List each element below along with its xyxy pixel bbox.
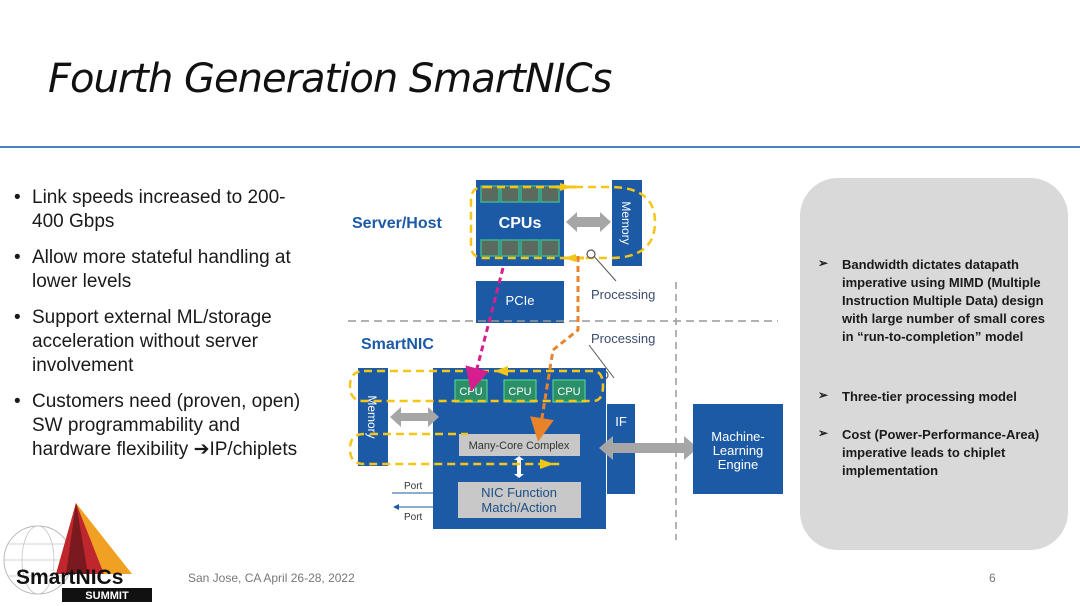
cpu-memory-arrow bbox=[566, 212, 611, 232]
chip-dataflow-loop bbox=[348, 432, 560, 466]
yellow-arrow-head bbox=[494, 366, 508, 376]
nic-memory-block bbox=[358, 368, 388, 466]
arrow-bullet-icon: ➢ bbox=[818, 388, 829, 402]
callout-panel: ➢ Bandwidth dictates datapath imperative… bbox=[800, 178, 1068, 550]
server-host-label: Server/Host bbox=[352, 215, 442, 232]
cpu-core-label: CPU bbox=[508, 386, 531, 398]
yellow-arrow-head bbox=[564, 254, 576, 262]
slide-title: Fourth Generation SmartNICs bbox=[48, 56, 612, 102]
if-label: IF bbox=[615, 414, 627, 429]
host-memory-label: Memory bbox=[619, 201, 633, 244]
memory-chip-arrow bbox=[390, 407, 439, 427]
page-number: 6 bbox=[989, 571, 996, 585]
panel-item-text: Cost (Power-Performance-Area) imperative… bbox=[842, 427, 1040, 478]
nic-function-label-line1: NIC Function bbox=[481, 485, 557, 500]
nic-function-block bbox=[458, 482, 581, 518]
host-to-core-path bbox=[530, 256, 580, 442]
yellow-arrow-head bbox=[560, 183, 572, 191]
cpus-label: CPUs bbox=[499, 215, 542, 232]
bullet-item: Allow more stateful handling at lower le… bbox=[14, 246, 314, 294]
yellow-arrow-head bbox=[540, 459, 554, 469]
nic-memory-label: Memory bbox=[365, 395, 379, 438]
cpu-dataflow-loop bbox=[348, 369, 605, 403]
port-label-in: Port bbox=[404, 481, 423, 492]
bullet-item: Support external ML/storage acceleration… bbox=[14, 306, 314, 378]
bullet-item: Customers need (proven, open) SW program… bbox=[14, 390, 314, 462]
slide-footer: San Jose, CA April 26-28, 2022 bbox=[188, 571, 355, 585]
bullet-item: Link speeds increased to 200-400 Gbps bbox=[14, 186, 314, 234]
processing-label-upper: Processing bbox=[591, 287, 655, 302]
smartnic-architecture-diagram: Server/Host CPUs Memory PCIe Processing … bbox=[340, 170, 790, 540]
pcie-block bbox=[476, 281, 564, 323]
ml-engine-label-line2: Learning bbox=[713, 443, 764, 458]
port-label-out: Port bbox=[404, 512, 423, 523]
smartnics-summit-logo: SmartNICs SUMMIT bbox=[3, 503, 152, 602]
cpu-core-label: CPU bbox=[557, 386, 580, 398]
cpus-block: CPUs bbox=[476, 180, 564, 266]
panel-item: ➢ Cost (Power-Performance-Area) imperati… bbox=[818, 426, 1048, 480]
logo-text-summit: SUMMIT bbox=[85, 590, 129, 602]
panel-item: ➢ Three-tier processing model bbox=[818, 388, 1048, 406]
logo-text-smartnics: SmartNICs bbox=[16, 566, 123, 589]
if-ml-arrow bbox=[599, 436, 698, 460]
processing-pointer bbox=[586, 249, 596, 259]
nic-function-label-line2: Match/Action bbox=[481, 500, 556, 515]
smartnic-label: SmartNIC bbox=[361, 336, 434, 353]
pcie-label: PCIe bbox=[506, 293, 535, 308]
bullet-list: Link speeds increased to 200-400 Gbps Al… bbox=[14, 186, 314, 474]
cpu-core-label: CPU bbox=[459, 386, 482, 398]
host-memory-block bbox=[612, 180, 642, 266]
core-to-function-arrow bbox=[514, 456, 524, 478]
arrow-bullet-icon: ➢ bbox=[818, 426, 829, 440]
ml-engine-label-line1: Machine- bbox=[711, 429, 764, 444]
arrow-bullet-icon: ➢ bbox=[818, 256, 829, 270]
panel-item-text: Three-tier processing model bbox=[842, 389, 1017, 404]
panel-item: ➢ Bandwidth dictates datapath imperative… bbox=[818, 256, 1048, 346]
ml-engine-block bbox=[693, 404, 783, 494]
ml-engine-label-line3: Engine bbox=[718, 457, 758, 472]
many-core-complex-label: Many-Core Complex bbox=[469, 440, 570, 452]
panel-item-text: Bandwidth dictates datapath imperative u… bbox=[842, 257, 1045, 344]
title-divider bbox=[0, 146, 1080, 148]
processing-label-lower: Processing bbox=[591, 331, 655, 346]
